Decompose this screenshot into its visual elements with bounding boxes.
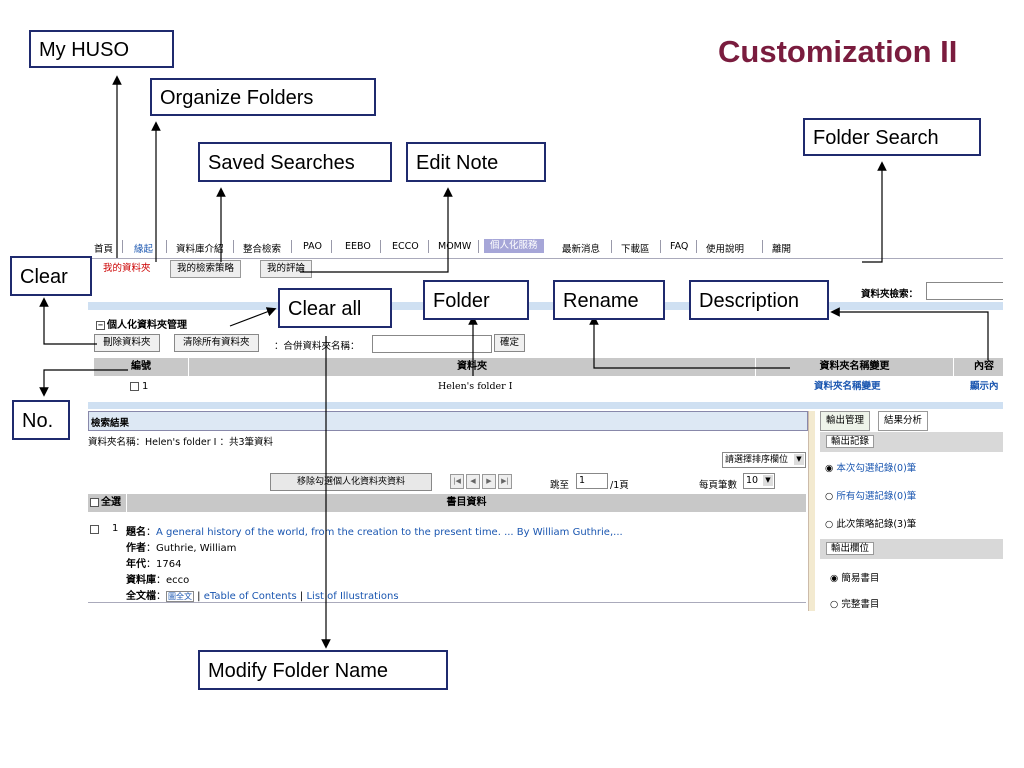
divider-band: [88, 302, 1003, 310]
output-records-head: 輸出記錄: [820, 432, 1003, 452]
illustrations-link[interactable]: List of Illustrations: [306, 591, 399, 602]
nav-item-ecco[interactable]: ECCO: [392, 241, 419, 252]
results-summary: 資料夾名稱：Helen's folder I ：共3筆資料: [88, 437, 274, 448]
nav-item-exit[interactable]: 離開: [772, 244, 792, 255]
callout-edit-note: Edit Note: [406, 142, 546, 182]
record-title-link[interactable]: A general history of the world, from the…: [156, 527, 623, 538]
record-db-line: 資料庫：ecco: [126, 575, 190, 586]
last-page-icon[interactable]: ▶|: [498, 474, 512, 489]
description-link[interactable]: 顯示內: [970, 381, 999, 392]
etoc-link[interactable]: eTable of Contents: [203, 591, 297, 602]
col-rename: 資料夾名稱變更: [756, 358, 954, 376]
nav-item-download[interactable]: 下載區: [621, 244, 650, 255]
record-checkbox[interactable]: [90, 525, 99, 534]
per-page-select[interactable]: 10▼: [743, 473, 775, 489]
callout-my-huso: My HUSO: [29, 30, 174, 68]
callout-folder: Folder: [423, 280, 529, 320]
jump-label: 跳至: [550, 480, 570, 491]
subtab-my-search-strategies[interactable]: 我的檢索策略: [170, 260, 242, 278]
callout-clear-all: Clear all: [278, 288, 392, 328]
nav-item-origin[interactable]: 緣起: [134, 244, 154, 255]
radio-full-bib[interactable]: ○ 完整書目: [830, 599, 880, 610]
nav-item-eebo[interactable]: EEBO: [345, 241, 371, 252]
radio-current-checked[interactable]: ◉ 本次勾選紀錄(0)筆: [825, 463, 917, 474]
col-no: 編號: [94, 358, 189, 376]
select-all-cell[interactable]: 全選: [88, 494, 126, 512]
callout-saved-searches: Saved Searches: [198, 142, 392, 182]
subtab-my-notes[interactable]: 我的評論: [260, 260, 313, 278]
remove-checked-button[interactable]: 移除勾選個人化資料夾資料: [270, 473, 432, 491]
col-folder: 資料夾: [189, 358, 756, 376]
nav-item-news[interactable]: 最新消息: [562, 244, 601, 255]
main-nav: 首頁 緣起 資料庫介紹 整合檢索 PAO EEBO ECCO MOMW 個人化服…: [88, 236, 1003, 259]
callout-clear: Clear: [10, 256, 92, 296]
callout-description: Description: [689, 280, 829, 320]
callout-modify-folder-name: Modify Folder Name: [198, 650, 448, 690]
nav-item-home[interactable]: 首頁: [94, 244, 114, 255]
radio-all-checked[interactable]: ○ 所有勾選記錄(0)筆: [825, 491, 917, 502]
chevron-down-icon: ▼: [794, 454, 804, 465]
select-all-checkbox[interactable]: [90, 497, 99, 507]
record-no: 1: [112, 523, 119, 534]
table-row-no: 1: [130, 379, 148, 395]
nav-item-momw[interactable]: MOMW: [438, 241, 472, 252]
results-header: 檢索結果: [91, 418, 130, 429]
jump-page-input[interactable]: 1: [576, 473, 608, 489]
fulltext-icon[interactable]: 圖全文: [166, 591, 194, 602]
confirm-button[interactable]: 確定: [494, 334, 526, 352]
record-fulltext-line: 全文檔：圖全文 | eTable of Contents | List of I…: [126, 591, 399, 602]
prev-page-icon[interactable]: ◀: [466, 474, 480, 489]
nav-item-integrated-search[interactable]: 整合檢索: [243, 244, 282, 255]
screenshot-panel: 首頁 緣起 資料庫介紹 整合檢索 PAO EEBO ECCO MOMW 個人化服…: [88, 236, 1003, 621]
radio-simple-bib[interactable]: ◉ 簡易書目: [830, 573, 880, 584]
tab-output-management[interactable]: 輸出管理: [820, 411, 871, 431]
merge-folder-input[interactable]: [372, 335, 492, 353]
panel-splitter[interactable]: [808, 411, 815, 611]
subtab-my-folders[interactable]: 我的資料夾: [96, 260, 158, 278]
clear-all-folders-button[interactable]: 清除所有資料夾: [174, 334, 259, 352]
chevron-down-icon: ▼: [763, 475, 773, 486]
nav-item-faq[interactable]: FAQ: [670, 241, 689, 252]
sort-select[interactable]: 請選擇排序欄位▼: [722, 452, 806, 468]
nav-item-help[interactable]: 使用說明: [706, 244, 745, 255]
output-fields-head: 輸出欄位: [820, 539, 1003, 559]
merge-folder-label: ：合併資料夾名稱：: [274, 341, 360, 352]
folder-mgmt-header: −個人化資料夾管理: [96, 320, 187, 331]
folder-search-label: 資料夾檢索：: [861, 289, 919, 300]
page-total: /1頁: [610, 480, 629, 491]
record-year-line: 年代：1764: [126, 559, 182, 570]
record-title-line: 題名：A general history of the world, from …: [126, 527, 623, 538]
callout-no: No.: [12, 400, 70, 440]
nav-item-pao[interactable]: PAO: [303, 241, 322, 252]
tab-result-analysis[interactable]: 結果分析: [878, 411, 929, 431]
table-row-folder[interactable]: Helen's folder I: [438, 381, 513, 392]
next-page-icon[interactable]: ▶: [482, 474, 496, 489]
divider-band-2: [88, 402, 1003, 409]
nav-item-personalized[interactable]: 個人化服務: [484, 239, 544, 253]
callout-rename: Rename: [553, 280, 665, 320]
radio-strategy-records[interactable]: ○ 此次策略記錄(3)筆: [825, 519, 917, 530]
col-description: 內容: [954, 358, 1003, 376]
callout-organize-folders: Organize Folders: [150, 78, 376, 116]
folder-search-input[interactable]: [926, 282, 1003, 300]
nav-item-db-intro[interactable]: 資料庫介紹: [176, 244, 224, 255]
first-page-icon[interactable]: |◀: [450, 474, 464, 489]
callout-folder-search: Folder Search: [803, 118, 981, 156]
per-page-label: 每頁筆數: [699, 480, 738, 491]
bib-header: 書目資料: [127, 494, 806, 512]
results-header-bar: 檢索結果: [88, 411, 808, 431]
collapse-icon[interactable]: −: [96, 320, 105, 330]
row-checkbox[interactable]: [130, 381, 139, 391]
record-author-line: 作者：Guthrie, William: [126, 543, 237, 554]
slide-title: Customization II: [718, 34, 958, 69]
delete-folder-button[interactable]: 刪除資料夾: [94, 334, 160, 352]
rename-link[interactable]: 資料夾名稱變更: [814, 381, 881, 392]
